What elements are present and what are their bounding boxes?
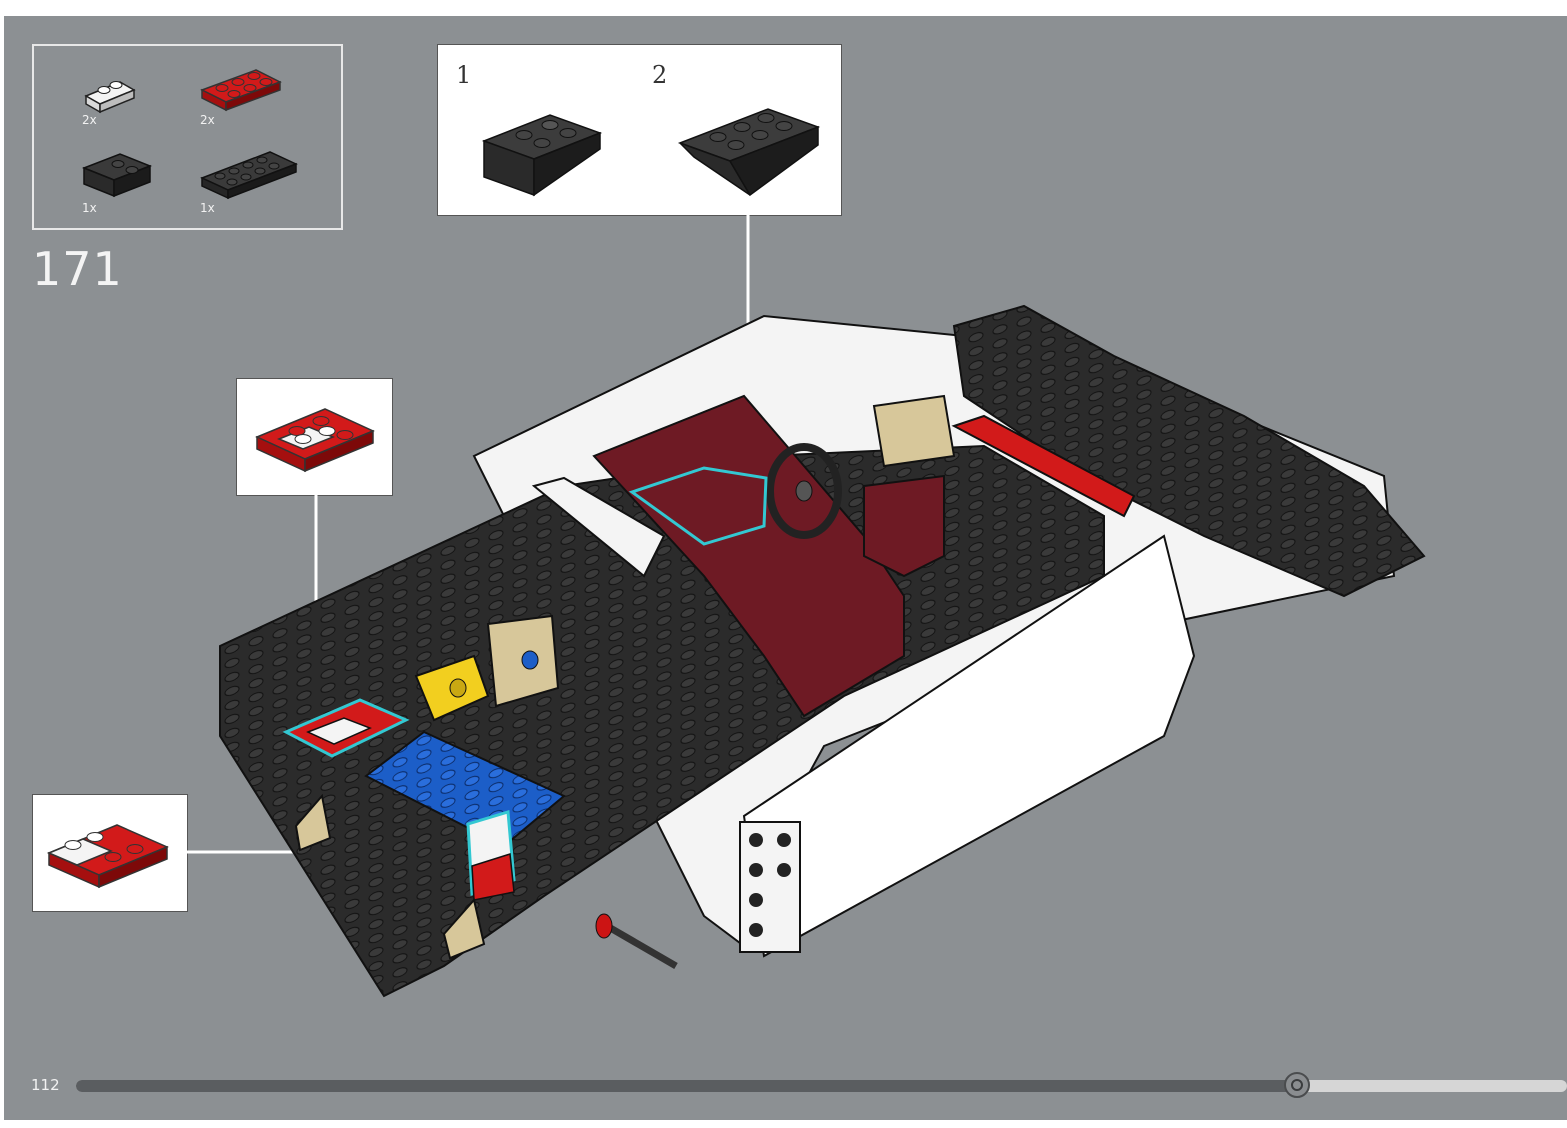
progress-slider[interactable] xyxy=(76,1080,1567,1092)
page-number: 112 xyxy=(31,1076,60,1094)
instruction-page: 2x 2x 1x 1x 171 1 2 xyxy=(4,16,1567,1120)
model-illustration xyxy=(4,16,1567,1066)
progress-handle[interactable] xyxy=(1284,1072,1310,1098)
car-chassis xyxy=(220,306,1424,996)
progress-fill xyxy=(76,1080,1297,1092)
